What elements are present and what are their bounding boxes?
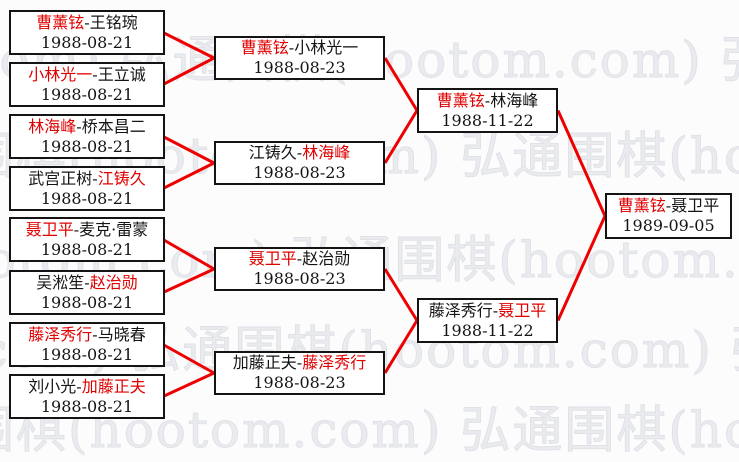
round1-match-4: 武宫正树-江铸久 1988-08-21 [9, 166, 165, 211]
player1-name: 吴淞笙 [36, 272, 85, 292]
player2-name: 江铸久 [97, 168, 146, 188]
match-date: 1988-08-23 [253, 269, 346, 288]
dash: - [665, 196, 672, 215]
match-players: 曹薰铉-王铭琬 [36, 13, 137, 33]
round1-match-8: 刘小光-加藤正夫 1988-08-21 [9, 374, 165, 419]
round1-match-6: 吴淞笙-赵治勋 1988-08-21 [9, 270, 165, 315]
match-date: 1988-08-23 [253, 163, 346, 182]
round1-match-1: 曹薰铉-王铭琬 1988-08-21 [9, 10, 165, 55]
dash: - [92, 64, 98, 84]
player1-name: 加藤正夫 [232, 353, 297, 372]
match-players: 刘小光-加藤正夫 [28, 377, 145, 397]
player2-name: 赵治勋 [302, 249, 351, 268]
player2-name: 林海峰 [302, 143, 351, 162]
semifinal-match-1: 曹薰铉-林海峰 1988-11-22 [417, 88, 558, 133]
player1-name: 曹薰铉 [617, 196, 666, 215]
player1-name: 小林光一 [28, 64, 93, 84]
match-players: 江铸久-林海峰 [249, 143, 350, 163]
match-players: 武宫正树-江铸久 [28, 169, 145, 189]
dash: - [492, 300, 499, 320]
match-players: 小林光一-王立诚 [28, 65, 145, 85]
player2-name: 麦克·雷蒙 [79, 219, 149, 239]
match-players: 林海峰-桥本昌二 [28, 117, 145, 137]
player2-name: 林海峰 [490, 90, 539, 110]
match-date: 1988-08-21 [40, 239, 134, 259]
player1-name: 曹薰铉 [36, 12, 85, 32]
dash: - [76, 376, 82, 396]
player2-name: 马晓春 [97, 324, 146, 344]
round1-match-3: 林海峰-桥本昌二 1988-08-21 [9, 114, 165, 159]
match-date: 1988-08-23 [253, 58, 346, 77]
match-players: 曹薰铉-小林光一 [241, 38, 358, 58]
dash: - [76, 116, 82, 136]
player1-name: 武宫正树 [28, 168, 93, 188]
match-date: 1989-09-05 [622, 216, 715, 235]
player2-name: 王立诚 [97, 64, 146, 84]
dash: - [92, 324, 98, 344]
match-date: 1988-08-21 [40, 344, 134, 364]
round2-match-3: 聂卫平-赵治勋 1988-08-23 [214, 247, 385, 291]
round2-match-4: 加藤正夫-藤泽秀行 1988-08-23 [214, 351, 385, 395]
round2-match-2: 江铸久-林海峰 1988-08-23 [214, 141, 385, 185]
round1-match-2: 小林光一-王立诚 1988-08-21 [9, 62, 165, 107]
player2-name: 桥本昌二 [81, 116, 146, 136]
dash: - [84, 272, 90, 292]
match-date: 1988-11-22 [441, 110, 534, 130]
player1-name: 林海峰 [28, 116, 77, 136]
match-players: 聂卫平-麦克·雷蒙 [26, 220, 149, 240]
dash: - [296, 249, 303, 268]
player2-name: 王铭琬 [89, 12, 138, 32]
match-date: 1988-08-21 [40, 292, 134, 312]
player1-name: 曹薰铉 [436, 90, 485, 110]
match-date: 1988-08-21 [40, 32, 134, 52]
player1-name: 刘小光 [28, 376, 77, 396]
player2-name: 藤泽秀行 [302, 353, 367, 372]
player1-name: 江铸久 [248, 143, 297, 162]
match-players: 曹薰铉-林海峰 [437, 91, 538, 111]
dash: - [92, 168, 98, 188]
dash: - [288, 38, 295, 57]
dash: - [484, 90, 491, 110]
match-players: 加藤正夫-藤泽秀行 [233, 353, 366, 373]
final-match: 曹薰铉-聂卫平 1989-09-05 [605, 193, 732, 239]
match-players: 曹薰铉-聂卫平 [618, 196, 719, 216]
match-date: 1988-08-23 [253, 373, 346, 392]
match-players: 吴淞笙-赵治勋 [36, 273, 137, 293]
dash: - [296, 143, 303, 162]
dash: - [296, 353, 303, 372]
match-date: 1988-08-21 [40, 84, 134, 104]
dash: - [84, 12, 90, 32]
match-players: 藤泽秀行-聂卫平 [429, 301, 546, 321]
tournament-bracket: 弘通围棋(hootom.com) 弘通围棋(hootom.com) 弘通围棋(h… [0, 10, 739, 460]
match-date: 1988-08-21 [40, 396, 134, 416]
semifinal-match-2: 藤泽秀行-聂卫平 1988-11-22 [417, 298, 558, 343]
player2-name: 聂卫平 [671, 196, 720, 215]
round1-match-5: 聂卫平-麦克·雷蒙 1988-08-21 [9, 217, 165, 262]
player2-name: 加藤正夫 [81, 376, 146, 396]
match-players: 藤泽秀行-马晓春 [28, 325, 145, 345]
player2-name: 聂卫平 [498, 300, 547, 320]
dash: - [73, 219, 80, 239]
match-date: 1988-08-21 [40, 188, 134, 208]
match-players: 聂卫平-赵治勋 [249, 249, 350, 269]
round2-match-1: 曹薰铉-小林光一 1988-08-23 [214, 36, 385, 80]
player1-name: 曹薰铉 [240, 38, 289, 57]
player1-name: 藤泽秀行 [28, 324, 93, 344]
player1-name: 聂卫平 [248, 249, 297, 268]
player2-name: 小林光一 [294, 38, 359, 57]
player2-name: 赵治勋 [89, 272, 138, 292]
match-date: 1988-11-22 [441, 320, 534, 340]
match-date: 1988-08-21 [40, 136, 134, 156]
round1-match-7: 藤泽秀行-马晓春 1988-08-21 [9, 322, 165, 367]
player1-name: 聂卫平 [25, 219, 74, 239]
player1-name: 藤泽秀行 [428, 300, 493, 320]
